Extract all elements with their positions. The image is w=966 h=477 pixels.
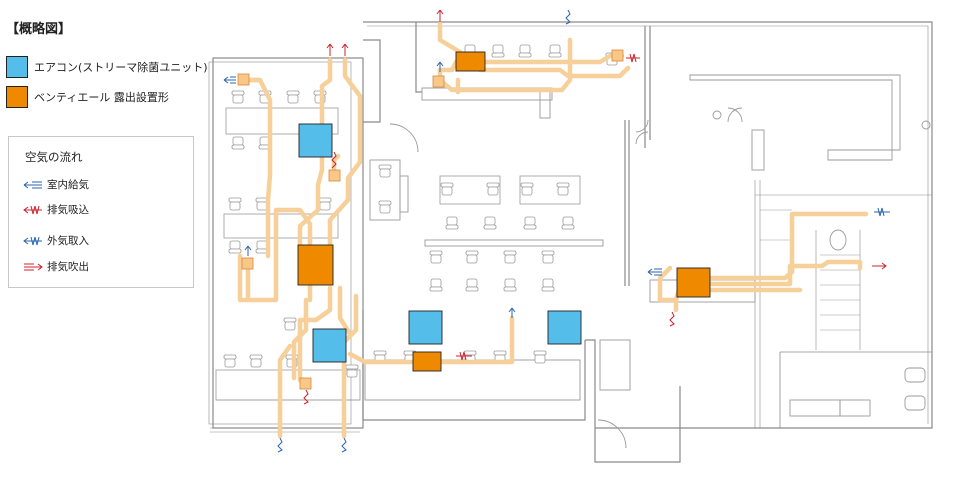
ventilator-units [297, 51, 711, 372]
airflow-label-exhaust-outlet: 排気吹出 [47, 261, 89, 273]
aircon-unit [298, 123, 333, 158]
airflow-label-outdoor-intake: 外気取入 [47, 235, 89, 247]
diagram-title: 【概略図】 [6, 22, 72, 37]
airflow-markers [223, 9, 890, 453]
legend-aircon-label: エアコン(ストリーマ除菌ユニット) [34, 61, 208, 74]
exhaust-intake-icon [23, 205, 42, 214]
airflow-legend-title: 空気の流れ [25, 150, 83, 164]
aircon-units [298, 123, 582, 363]
indoor-supply-icon [23, 181, 42, 188]
aircon-unit [312, 328, 347, 363]
ventilator-unit [455, 51, 486, 72]
ventilator-unit [412, 351, 442, 372]
airflow-item-indoor-supply: 室内給気 [23, 177, 89, 192]
ventilator-unit [297, 244, 334, 286]
airflow-item-exhaust-intake: 排気吸込 [23, 202, 89, 217]
legend-ventilator: ベンティエール 露出設置形 [6, 86, 169, 108]
airflow-item-outdoor-intake: 外気取入 [23, 233, 89, 248]
airflow-label-indoor-supply: 室内給気 [47, 179, 89, 191]
aircon-unit [547, 310, 582, 345]
grille-units [237, 49, 624, 390]
aircon-swatch [6, 56, 28, 78]
furniture [215, 44, 619, 401]
exhaust-outlet-icon [24, 263, 43, 270]
legend-aircon: エアコン(ストリーマ除菌ユニット) [6, 56, 208, 78]
legend-ventilator-label: ベンティエール 露出設置形 [34, 91, 169, 104]
airflow-item-exhaust-outlet: 排気吹出 [23, 259, 89, 274]
ventilator-swatch [6, 86, 28, 108]
airflow-label-exhaust-intake: 排気吸込 [47, 204, 89, 216]
airflow-legend: 空気の流れ 室内給気 排気吸込 外気取入 排気吹出 [8, 136, 194, 288]
duct-network [237, 21, 869, 439]
walls [208, 21, 933, 463]
aircon-unit [408, 310, 443, 345]
ventilator-unit [676, 267, 711, 298]
outdoor-intake-icon [23, 236, 42, 245]
